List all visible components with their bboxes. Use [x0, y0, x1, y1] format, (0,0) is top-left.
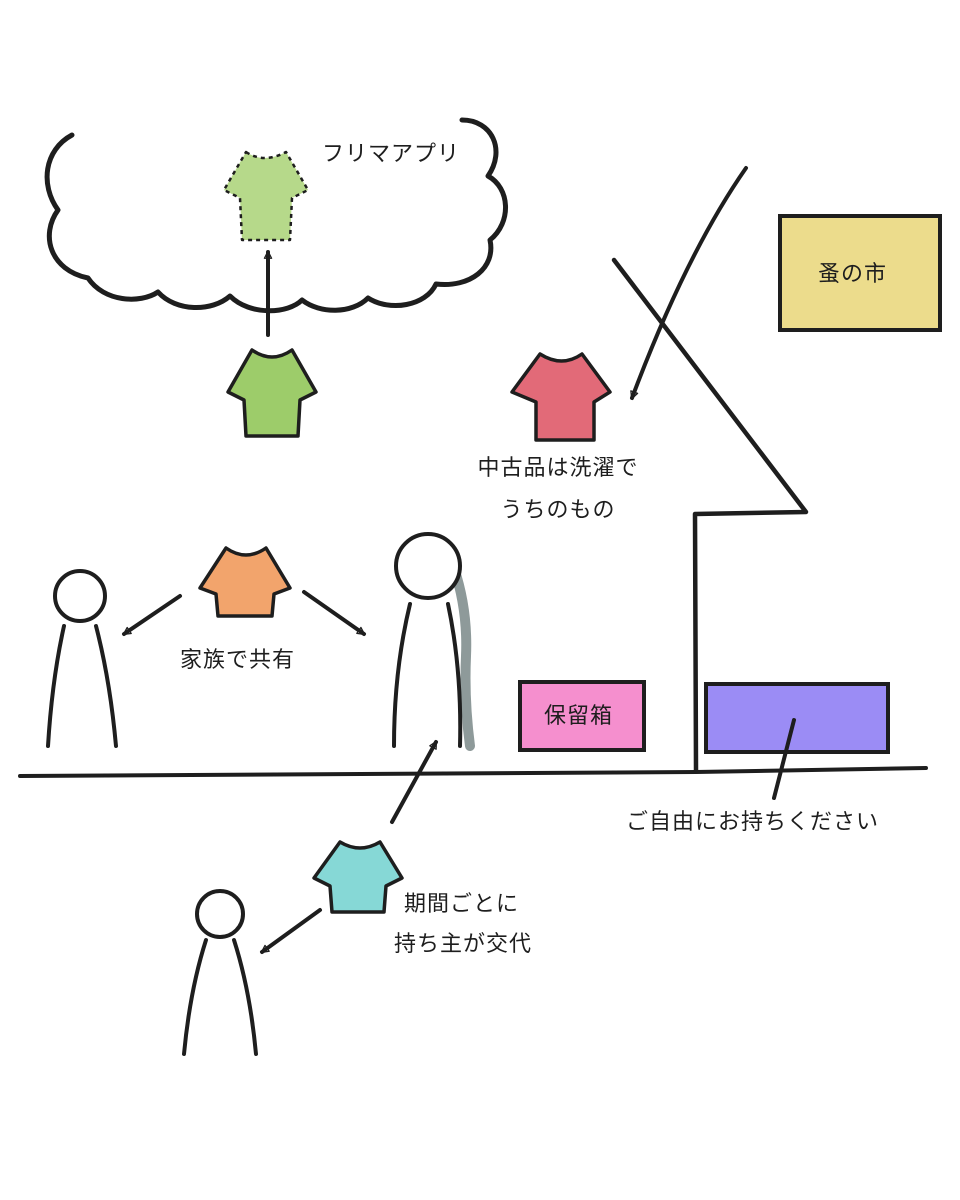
ground-line	[18, 766, 928, 778]
label-furima-app: フリマアプリ	[322, 142, 461, 167]
label-rotation-1: 期間ごとに	[404, 892, 520, 917]
tshirt-icon-dotted	[222, 150, 310, 242]
arrow-icon-share-left	[122, 594, 182, 636]
tshirt-icon-cyan	[312, 840, 404, 914]
arrow-icon-into-house	[630, 166, 748, 400]
label-family-share: 家族で共有	[180, 648, 296, 673]
label-rotation-2: 持ち主が交代	[394, 932, 533, 957]
label-flea-market: 蚤の市	[818, 262, 888, 287]
box-icon-hold	[518, 680, 646, 752]
box-icon-giveaway	[704, 682, 890, 754]
arrow-icon-rotation-down	[260, 908, 322, 954]
person-icon-right	[392, 532, 475, 751]
house-outline	[611, 257, 809, 773]
label-used-items-1: 中古品は洗濯で	[477, 456, 639, 481]
label-hold-box: 保留箱	[544, 704, 614, 729]
label-free-take: ご自由にお持ちください	[626, 810, 880, 835]
arrow-icon-share-right	[302, 590, 366, 636]
label-used-items-2: うちのもの	[500, 498, 616, 523]
arrow-icon-rotation-up	[390, 740, 438, 824]
person-icon-bottom	[182, 889, 258, 1056]
box-icon-flea-market	[778, 214, 942, 332]
person-icon-left	[46, 569, 118, 748]
tshirt-icon-green	[226, 348, 318, 438]
tshirt-icon-red	[510, 352, 612, 442]
cloud-icon	[44, 117, 508, 314]
pointer-line-giveaway	[772, 718, 796, 800]
tshirt-icon-orange	[198, 546, 292, 618]
